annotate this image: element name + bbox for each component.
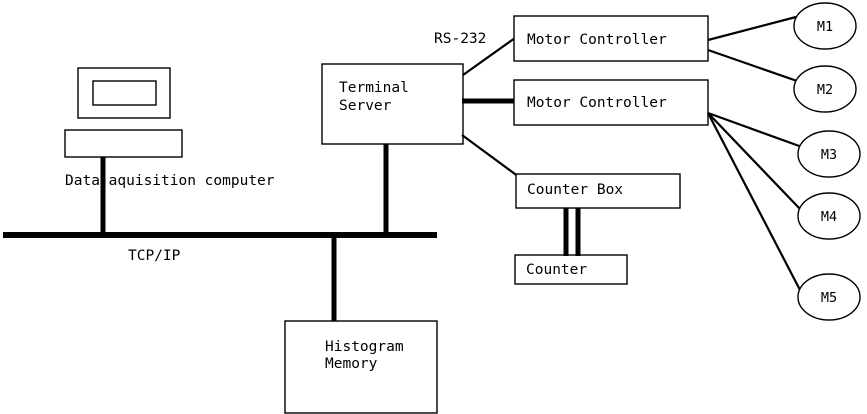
computer-chassis <box>64 129 183 158</box>
rs232-link-controller-1 <box>462 37 516 76</box>
counter-box-label: Counter Box <box>527 182 623 198</box>
link-controller-2-m4 <box>707 112 801 210</box>
link-controller-2-m5 <box>707 112 801 291</box>
terminal-server-box <box>321 63 464 145</box>
motor-m1-ellipse <box>793 2 857 50</box>
motor-controller-2-box <box>513 79 709 126</box>
counter-box-box <box>515 173 681 209</box>
motor-m2-ellipse <box>793 65 857 113</box>
motor-m4-label: M4 <box>821 209 837 225</box>
motor-m2-label: M2 <box>817 82 833 98</box>
terminal-server-label-line2: Server <box>339 98 392 114</box>
motor-controller-1-box <box>513 15 709 62</box>
motor-controller-2-label: Motor Controller <box>527 95 667 111</box>
link-controller-1-m1 <box>707 15 797 42</box>
data-acquisition-computer-caption: Data aquisition computer <box>65 173 275 189</box>
link-controller-2-m3 <box>707 111 803 149</box>
motor-node-m1: M1 <box>793 2 857 50</box>
link-controller-1-m2 <box>707 48 801 84</box>
counter-box <box>514 254 628 285</box>
motor-m1-label: M1 <box>817 19 833 35</box>
motor-m5-label: M5 <box>821 290 837 306</box>
counter-label: Counter <box>526 262 587 278</box>
motor-node-m3: M3 <box>797 130 861 178</box>
histogram-memory-box <box>284 320 438 414</box>
monitor-screen <box>92 80 157 106</box>
motor-controller-1-label: Motor Controller <box>527 32 667 48</box>
motor-m3-label: M3 <box>821 147 837 163</box>
motor-node-m2: M2 <box>793 65 857 113</box>
motor-m4-ellipse <box>797 192 861 240</box>
rs232-label: RS-232 <box>434 31 486 47</box>
tcpip-bus-label: TCP/IP <box>128 248 181 264</box>
serial-link-counter-box <box>461 134 520 178</box>
motor-node-m4: M4 <box>797 192 861 240</box>
motor-node-m5: M5 <box>797 273 861 321</box>
motor-m3-ellipse <box>797 130 861 178</box>
histogram-memory-label-line2: Memory <box>325 356 378 372</box>
motor-m5-ellipse <box>797 273 861 321</box>
histogram-memory-label-line1: Histogram <box>325 339 404 355</box>
terminal-server-label-line1: Terminal <box>339 80 409 96</box>
